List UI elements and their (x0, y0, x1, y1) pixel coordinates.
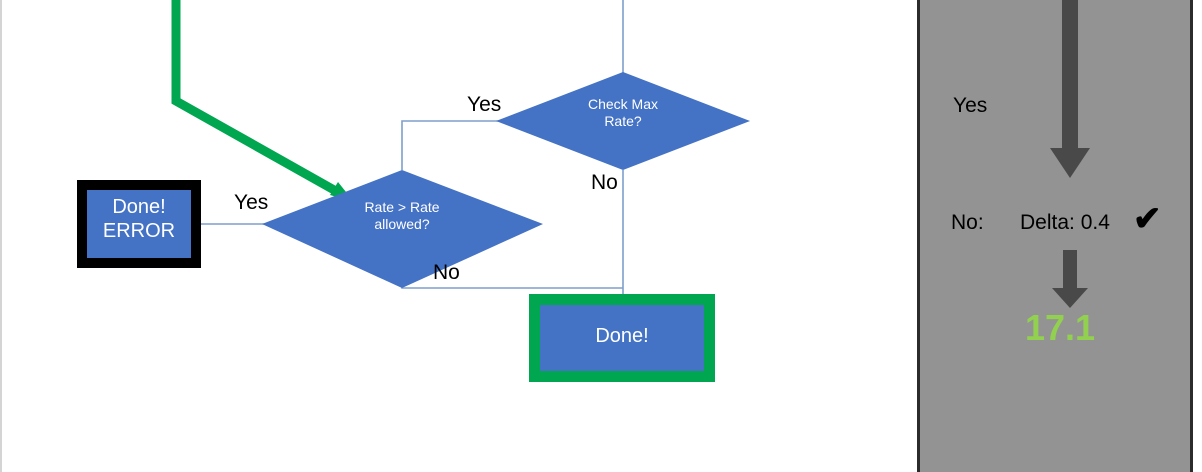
panel-graphics (1050, 0, 1090, 308)
panel-no-label: No: (951, 211, 984, 234)
panel-arrow-short (1052, 250, 1088, 308)
edge-label-check-max-rate-no: No (591, 171, 618, 194)
node-check-max-rate[interactable] (496, 72, 750, 170)
node-rate-gt-rate-allowed[interactable] (262, 170, 543, 288)
panel-arrow-long (1050, 0, 1090, 178)
edge-label-rate-gt-no: No (433, 261, 460, 284)
flowchart-graphics (77, 0, 750, 382)
node-done[interactable] (529, 294, 715, 382)
panel-result-value: 17.1 (1025, 307, 1096, 348)
panel-delta-label: Delta: 0.4 (1020, 211, 1110, 234)
panel-yes-label: Yes (953, 94, 988, 117)
flowchart-canvas: Done! ERROR Rate > Rate allowed? Check M… (0, 0, 750, 472)
edge-label-check-max-rate-yes: Yes (467, 93, 502, 116)
green-flow-arrow (171, 0, 354, 202)
gray-side-panel: Yes No: Delta: 0.4 ✔ 17.1 (917, 0, 1193, 472)
node-done-error[interactable] (77, 180, 201, 268)
edge-label-rate-gt-yes: Yes (234, 191, 269, 214)
connector-check-max-rate-yes (401, 120, 515, 170)
panel-check-icon: ✔ (1133, 200, 1162, 238)
